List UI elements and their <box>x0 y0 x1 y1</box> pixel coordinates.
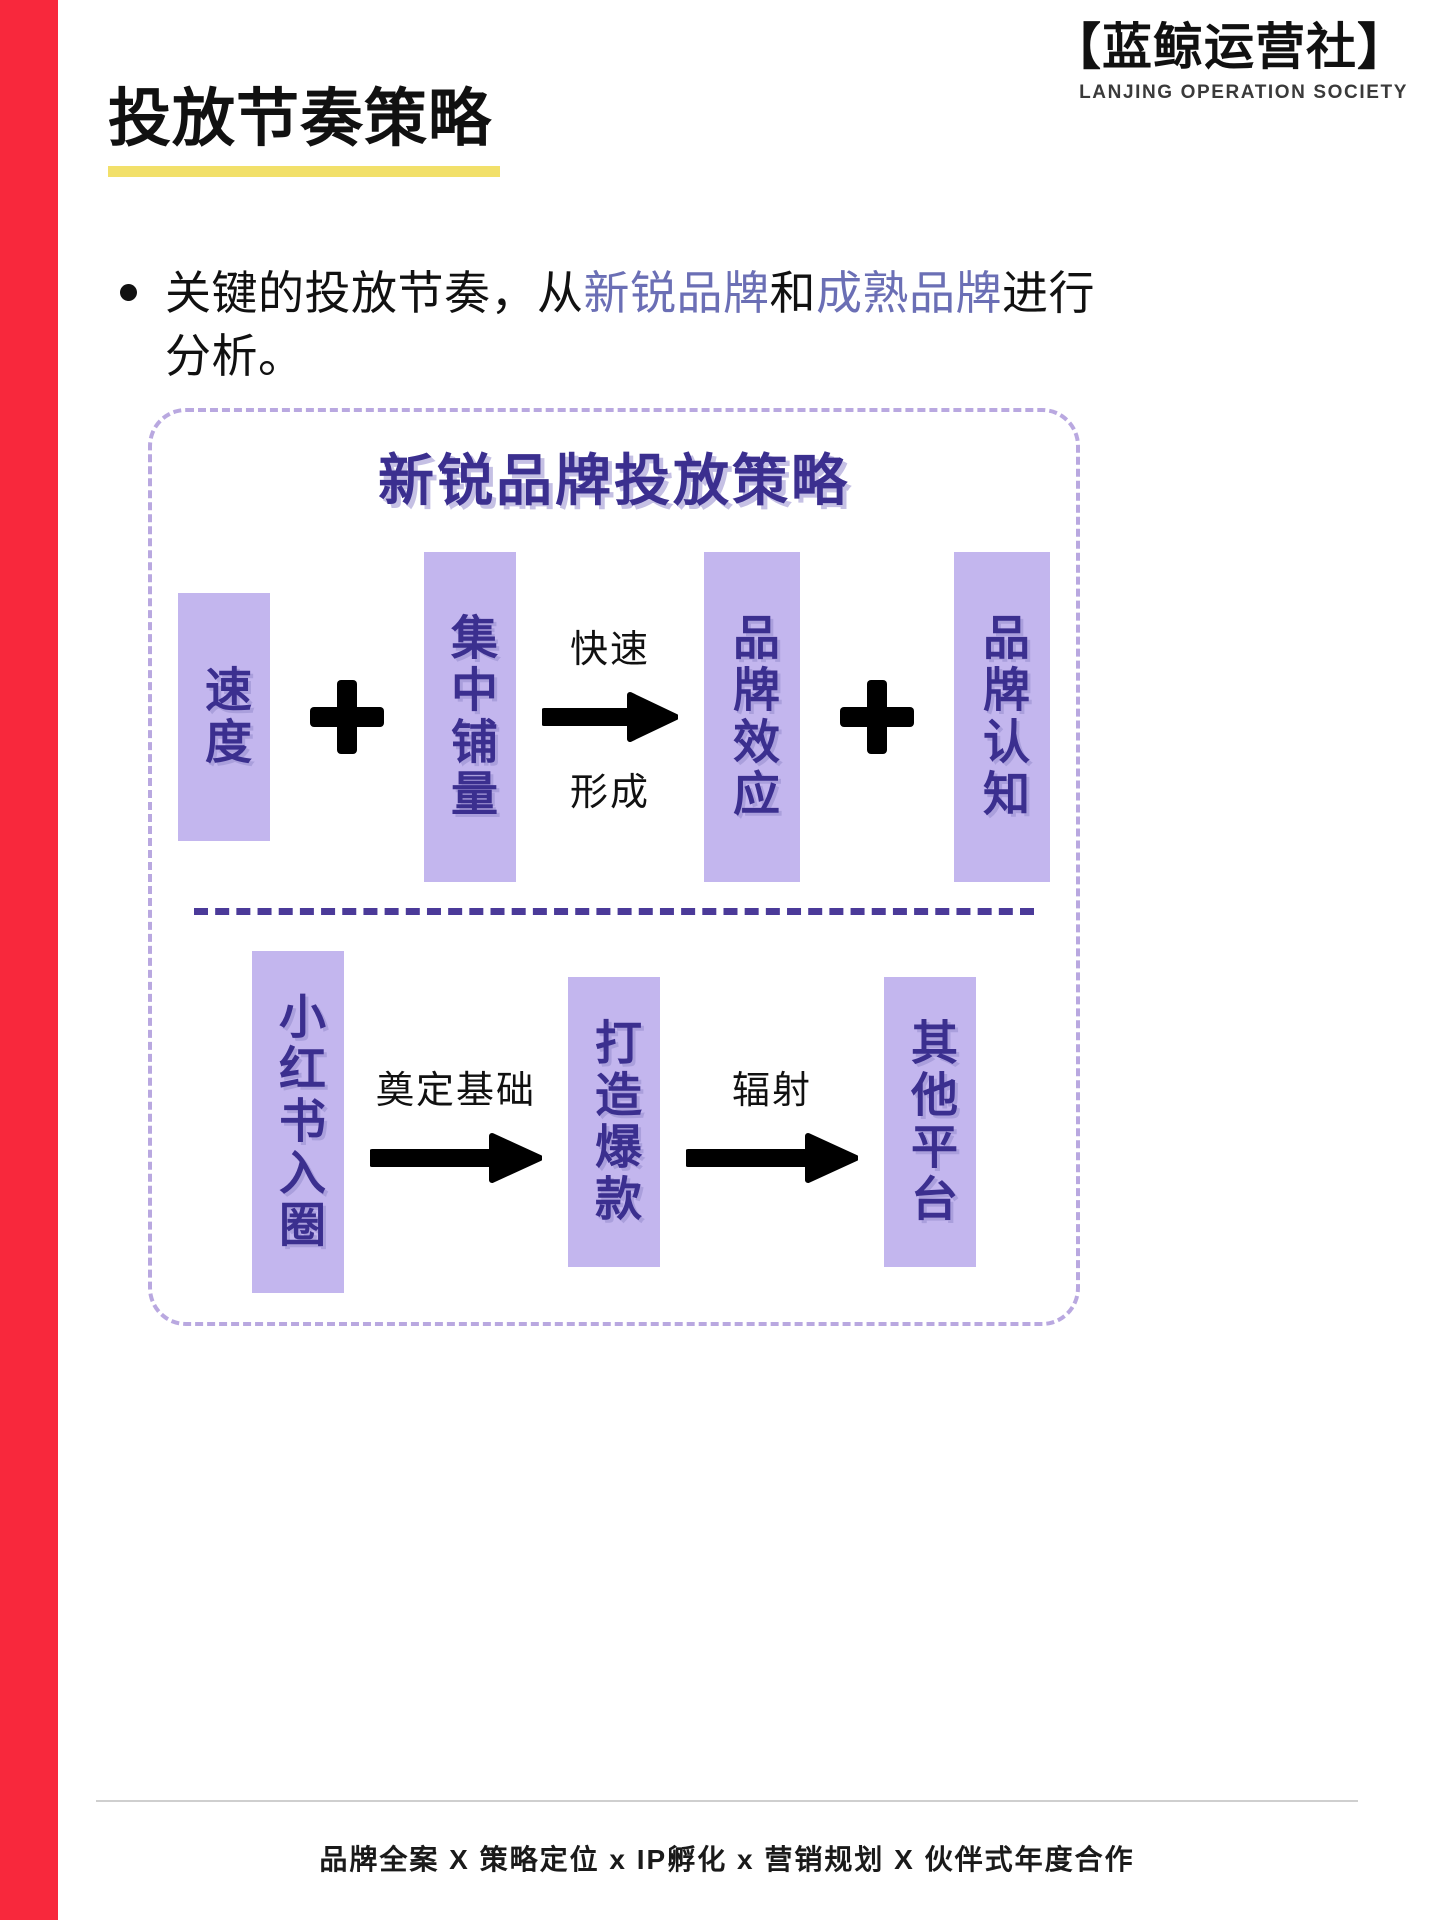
arrow-group-foundation: 奠定基础 <box>370 1059 542 1186</box>
box-other-platforms-label: 其他平台 <box>903 1018 957 1226</box>
bullet-highlight-new-brand: 新锐品牌 <box>583 267 770 319</box>
box-concentrated-volume-label: 集中铺量 <box>443 613 497 821</box>
bullet-paragraph: 关键的投放节奏，从新锐品牌和成熟品牌进行分析。 <box>120 262 1140 389</box>
page-title-block: 投放节奏策略 <box>108 84 500 178</box>
diagram-row-one: 速度 集中铺量 快速 形成 品牌效应 <box>170 532 1058 902</box>
box-speed-label: 速度 <box>197 665 251 769</box>
arrow-label-foundation: 奠定基础 <box>375 1069 536 1112</box>
box-brand-effect: 品牌效应 <box>704 552 800 882</box>
box-speed: 速度 <box>178 593 270 841</box>
strategy-diagram-panel: 新锐品牌投放策略 速度 集中铺量 快速 形成 品牌效应 <box>148 408 1080 1326</box>
diagram-row-two: 小红书入圈 奠定基础 打造爆款 辐射 其他平台 <box>170 942 1058 1302</box>
page-title: 投放节奏策略 <box>108 84 492 154</box>
arrow-label-fast: 快速 <box>569 629 650 671</box>
bullet-highlight-mature-brand: 成熟品牌 <box>816 267 1002 319</box>
bullet-text-part2: 和 <box>769 267 816 319</box>
bullet-text: 关键的投放节奏，从新锐品牌和成熟品牌进行分析。 <box>165 262 1140 389</box>
left-red-accent-bar <box>0 0 58 1920</box>
arrow-right-icon <box>686 1132 858 1183</box>
box-brand-effect-label: 品牌效应 <box>725 613 779 821</box>
brand-logo-chinese: 【蓝鲸运营社】 <box>1051 19 1408 75</box>
box-create-hit-product-label: 打造爆款 <box>587 1018 641 1226</box>
diagram-dashed-divider <box>194 908 1034 915</box>
plus-icon-two <box>840 680 914 754</box>
arrow-group-fast-form: 快速 形成 <box>542 618 678 816</box>
footer-text: 品牌全案 X 策略定位 x IP孵化 x 营销规划 X 伙伴式年度合作 <box>319 1844 1135 1875</box>
arrow-group-radiate: 辐射 <box>686 1059 858 1186</box>
box-xiaohongshu-entry-label: 小红书入圈 <box>271 992 325 1252</box>
bullet-text-part3: 进行分析。 <box>165 267 1095 383</box>
title-underline <box>108 166 500 178</box>
box-xiaohongshu-entry: 小红书入圈 <box>252 951 344 1293</box>
box-brand-awareness-label: 品牌认知 <box>975 613 1029 821</box>
arrow-label-form: 形成 <box>569 772 650 814</box>
box-other-platforms: 其他平台 <box>884 977 976 1267</box>
box-brand-awareness: 品牌认知 <box>954 552 1050 882</box>
plus-icon-one <box>310 680 384 754</box>
arrow-right-icon <box>542 692 678 742</box>
brand-logo-english: LANJING OPERATION SOCIETY <box>1079 82 1408 103</box>
arrow-label-radiate: 辐射 <box>731 1069 812 1112</box>
arrow-right-icon <box>370 1132 542 1183</box>
diagram-title: 新锐品牌投放策略 <box>378 449 850 512</box>
bullet-dot-icon <box>120 284 137 301</box>
footer-divider <box>96 1800 1358 1802</box>
brand-logo: 【蓝鲸运营社】 LANJING OPERATION SOCIETY <box>1051 22 1408 104</box>
bullet-text-part1: 关键的投放节奏，从 <box>165 267 584 319</box>
box-concentrated-volume: 集中铺量 <box>424 552 516 882</box>
box-create-hit-product: 打造爆款 <box>568 977 660 1267</box>
